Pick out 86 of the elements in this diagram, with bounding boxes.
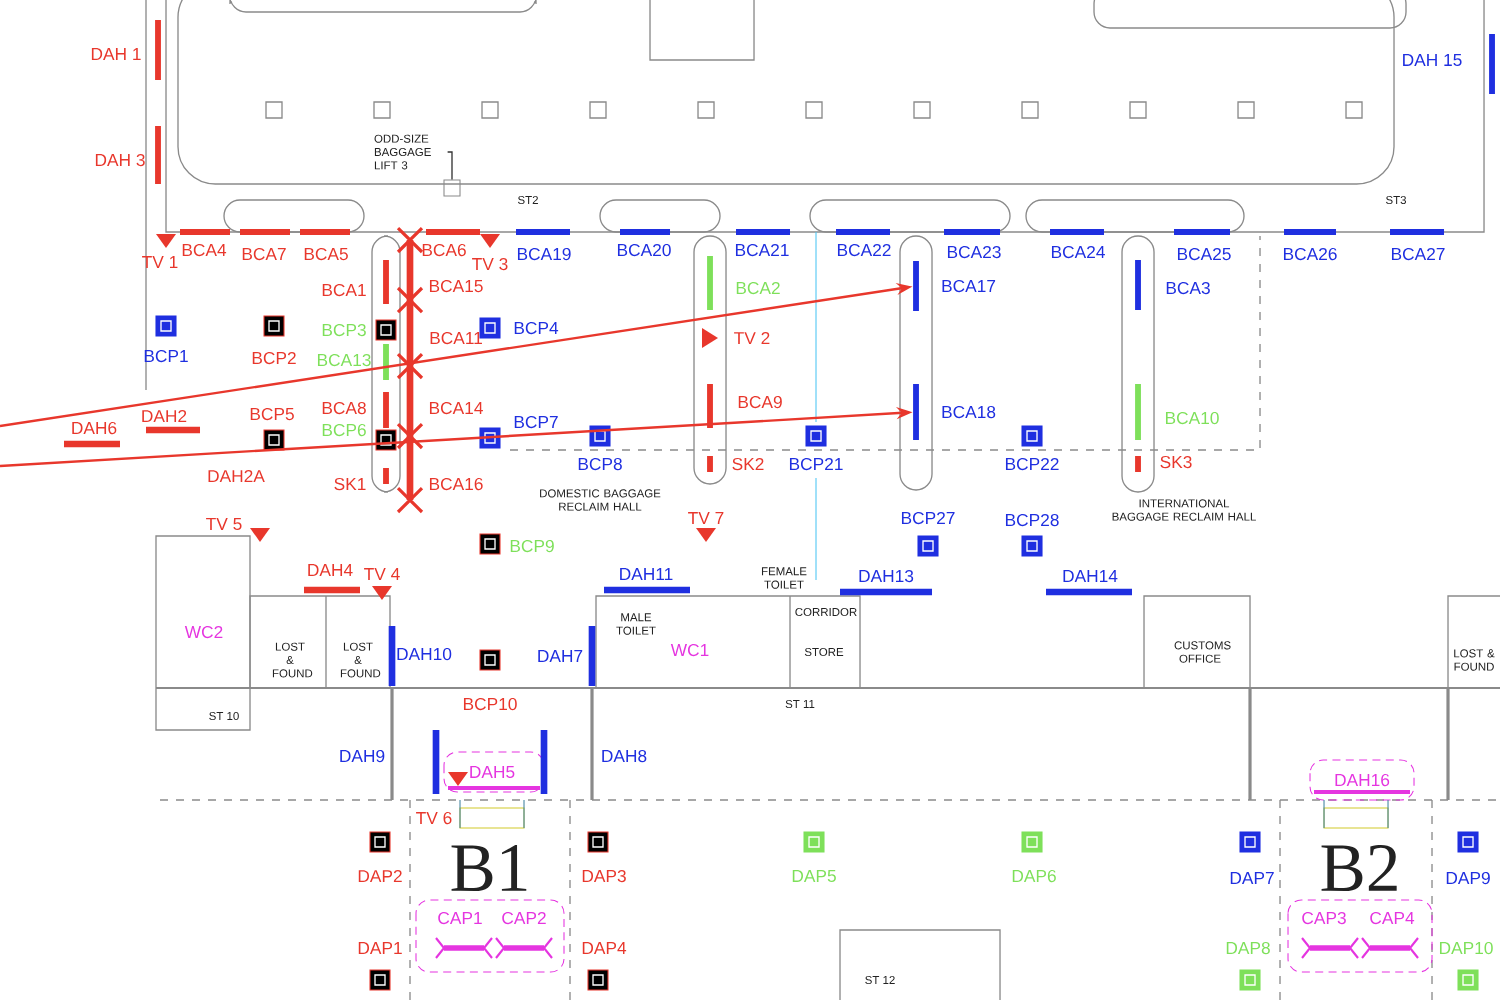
equipment-label: BCP1 [144,349,188,363]
equipment-label: BCA17 [942,279,996,293]
zone-label: DAH5 [470,765,515,779]
equipment-label: BCA24 [1051,245,1105,259]
equipment-label: DAH6 [72,421,117,435]
equipment-label: DAH8 [602,749,647,763]
equipment-label: DAP1 [358,942,402,954]
equipment-label: TV 1 [142,256,178,268]
zone-label: CAP2 [502,911,546,925]
zone-label: DAH16 [1335,773,1390,787]
equipment-label: BCP27 [901,511,955,525]
equipment-label: BCA11 [430,331,482,345]
equipment-label: BCP28 [1005,513,1059,527]
equipment-label: BCA3 [1166,281,1210,295]
equipment-label: BCA27 [1392,247,1445,261]
equipment-label: BCA5 [304,247,348,261]
equipment-label: DAH2A [208,469,265,483]
zone-label: WC2 [184,625,223,639]
zone-label: CAP4 [1370,911,1415,925]
equipment-label: BCA25 [1177,247,1231,261]
equipment-label: BCP5 [250,407,294,421]
equipment-label: BCA19 [517,247,571,261]
equipment-label: BCP6 [322,423,366,437]
equipment-label: DAH 15 [1403,53,1462,67]
equipment-label: BCA9 [738,395,782,409]
equipment-label: SK1 [334,477,366,491]
zone-label: CAP3 [1302,911,1346,925]
equipment-label: TV 4 [364,568,400,580]
equipment-label: DAH2 [142,409,187,423]
equipment-label: DAP7 [1230,872,1274,884]
equipment-label: DAH14 [1063,570,1118,582]
lift-box [443,179,461,197]
equipment-label: BCA8 [322,401,366,415]
zone-label: CAP1 [438,911,482,925]
equipment-label: DAP4 [582,942,627,954]
equipment-label: BCP9 [510,539,554,553]
leader-line [446,151,453,181]
equipment-label: TV 6 [416,811,452,825]
equipment-label: BCA10 [1165,411,1219,425]
equipment-label: BCA21 [735,243,789,257]
equipment-label: BCA15 [429,279,483,293]
equipment-label: DAP9 [1446,871,1490,885]
equipment-label: DAP3 [582,869,626,883]
equipment-label: DAH7 [538,650,583,662]
equipment-label: BCA16 [429,477,483,491]
equipment-label: BCP10 [463,697,517,711]
equipment-label: TV 2 [734,331,770,345]
equipment-label: DAH10 [397,647,452,661]
equipment-label: BCP4 [514,321,559,335]
equipment-label: BCP2 [252,351,296,365]
equipment-label: SK3 [1160,455,1192,469]
equipment-label: TV 5 [206,517,242,531]
equipment-label: DAP2 [358,870,402,883]
equipment-label: BCA20 [617,243,671,257]
equipment-label: DAH4 [308,564,353,576]
equipment-label: BCA7 [242,247,286,261]
equipment-label: DAH13 [859,569,914,583]
equipment-label: BCP7 [514,415,558,429]
equipment-label: BCA26 [1284,247,1337,261]
equipment-label: DAH 1 [91,48,141,60]
equipment-label: BCP22 [1005,457,1059,471]
equipment-label: BCP21 [789,457,843,471]
equipment-label: DAP5 [792,869,836,883]
equipment-label: BCA23 [947,245,1001,259]
equipment-label: DAP10 [1440,941,1493,955]
gate-label: B2 [1321,844,1397,892]
equipment-label: BCA6 [422,243,466,257]
gate-label: B1 [451,845,527,891]
equipment-label: BCA13 [317,353,371,367]
equipment-label: BCA1 [322,283,366,297]
equipment-label: BCA22 [837,243,891,257]
equipment-label: BCP3 [322,323,366,337]
equipment-label: DAP8 [1226,941,1270,955]
equipment-label: DAH 3 [95,153,145,167]
equipment-label: TV 3 [472,257,508,271]
equipment-label: BCA14 [429,401,483,415]
equipment-label: DAP6 [1012,869,1056,883]
equipment-label: TV 7 [688,512,724,524]
equipment-label: BCA4 [182,243,227,257]
equipment-label: BCA2 [736,281,780,295]
zone-label: WC1 [670,643,709,657]
equipment-label: SK2 [732,457,764,471]
equipment-label: BCP8 [578,457,622,471]
equipment-label: BCA18 [942,405,996,419]
equipment-label: DAH9 [340,749,385,763]
equipment-label: DAH11 [620,568,673,580]
